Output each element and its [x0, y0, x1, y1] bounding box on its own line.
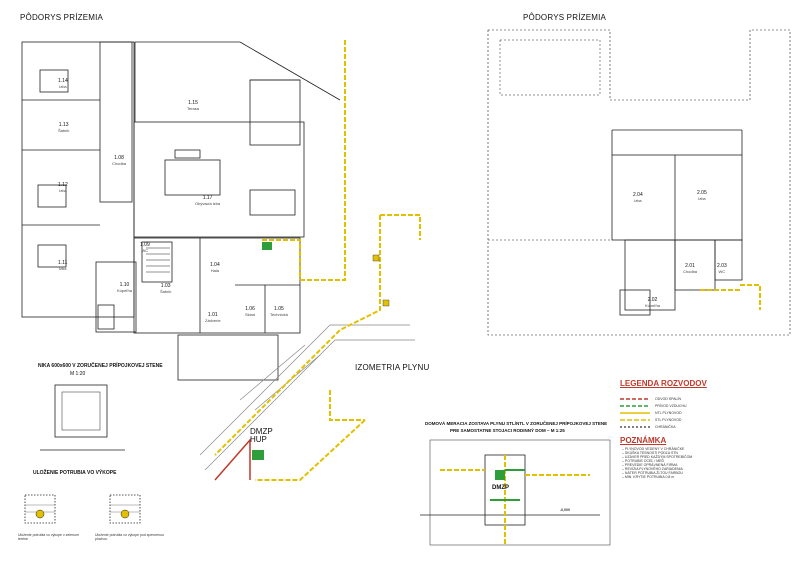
- trench-pipe-left: [35, 509, 45, 519]
- right-plan-title: PÔDORYS PRÍZEMIA: [523, 13, 607, 22]
- note-line: – SKÚŠKA TESNOSTI PODĽA STN: [622, 451, 678, 455]
- note-line: – PLYNOVOD VEDENÝ V CHRÁNIČKE: [622, 447, 685, 451]
- legend-item: STL PLYNOVOD: [655, 418, 682, 422]
- living-room-wall: [133, 121, 305, 238]
- trench-pipe-right: [120, 509, 130, 519]
- bedroom-wing-wall: [21, 41, 135, 318]
- boiler-symbol: [262, 242, 272, 250]
- meter-symbol: [495, 470, 505, 480]
- legend-item: CHRÁNIČKA: [655, 425, 676, 429]
- note-line: – PREVEDIE OPRÁVNENÁ FIRMA: [622, 463, 678, 467]
- note-line: – MIN. KRYTIE POTRUBIA 0,8 m: [622, 475, 675, 479]
- niche-scale: M 1:20: [70, 371, 86, 377]
- trench-left-caption: Uloženie potrubia vo výkope v zelenom te…: [18, 533, 79, 541]
- gas-pipes: [214, 40, 761, 545]
- note-line: – UZÁVER PRED KAŽDÝM SPOTREBIČOM: [622, 455, 693, 459]
- meter-assembly-title: DOMOVÁ MERACIA ZOSTAVA PLYNU STL/NTL V Z…: [425, 421, 608, 426]
- pipe-laying-title: ULOŽENIE POTRUBIA VO VÝKOPE: [33, 470, 117, 476]
- legend-item: PRÍVOD VZDUCHU: [655, 404, 687, 408]
- legend-item: NTL PLYNOVOD: [655, 411, 682, 415]
- isometry-title: IZOMETRIA PLYNU: [355, 363, 430, 372]
- note-line: – POTRUBIE OCEĽ / MEĎ: [622, 459, 665, 463]
- trench-right-caption: Uloženie potrubia vo výkope pod spevneno…: [95, 533, 164, 541]
- left-plan-title: PÔDORYS PRÍZEMIA: [20, 13, 104, 22]
- legend-title: LEGENDA ROZVODOV: [620, 379, 707, 388]
- notes-title: POZNÁMKA: [620, 436, 667, 445]
- meter-assembly-subtitle: PRE SAMOSTATNE STOJACI RODINNÝ DOM – M 1…: [450, 428, 565, 433]
- note-line: – NÁTER POTRUBIA ŽLTOU FARBOU: [622, 471, 683, 475]
- dmzp-symbol: [252, 450, 264, 460]
- level-mark: -0,000: [560, 508, 570, 512]
- niche-title: NIKA 600x600 V ZORUČENEJ PRÍPOJKOVEJ STE…: [38, 363, 163, 369]
- legend-item: ODVOD SPALÍN: [655, 397, 681, 401]
- roof-outline: [487, 29, 791, 336]
- niche-box: [54, 384, 108, 438]
- dmzp-meter-label: DMZP: [492, 485, 509, 491]
- note-line: – REVÍZIA PLYNOVÉHO ZARIADENIA: [622, 467, 683, 471]
- notes-list: – PLYNOVOD VEDENÝ V CHRÁNIČKE – SKÚŠKA T…: [622, 447, 692, 479]
